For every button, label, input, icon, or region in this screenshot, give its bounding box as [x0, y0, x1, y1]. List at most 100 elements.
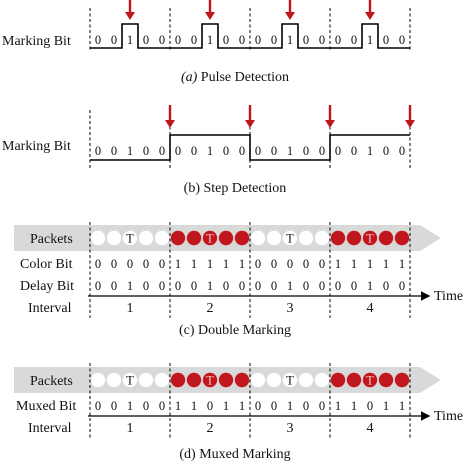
double-delay-bit-2: 1	[127, 279, 133, 293]
double-color-bit-18: 1	[383, 257, 389, 271]
muxed-bit-19: 1	[399, 399, 405, 413]
pulse-bit-15: 0	[335, 33, 341, 47]
step-arrow-3-head	[325, 120, 335, 128]
pulse-bit-19: 0	[399, 33, 405, 47]
step-bit-19: 0	[399, 144, 405, 158]
double-dot-3-4	[394, 230, 410, 246]
muxed-bit-7: 0	[207, 399, 213, 413]
double-symbol-0: T	[126, 232, 134, 246]
double-interval-4: 4	[367, 301, 374, 316]
step-bit-2: 1	[127, 144, 133, 158]
muxed-bit-13: 0	[303, 399, 309, 413]
double-time-label: Time	[434, 289, 463, 304]
step-bit-16: 0	[351, 144, 357, 158]
muxed-dot-0-3	[138, 372, 154, 388]
double-packets-label: Packets	[30, 232, 73, 247]
double-dot-2-4	[314, 230, 330, 246]
muxed-bit-0: 0	[95, 399, 101, 413]
pulse-bit-0: 0	[95, 33, 101, 47]
pulse-bit-4: 0	[159, 33, 165, 47]
double-interval-label: Interval	[28, 301, 72, 316]
muxed-dot-2-2	[282, 372, 298, 388]
double-dot-0-0	[90, 230, 106, 246]
muxed-bit-11: 0	[271, 399, 277, 413]
pulse-arrow-2	[125, 0, 135, 20]
double-delay-bit-10: 0	[255, 279, 261, 293]
pulse-interval-dividers	[89, 8, 411, 52]
double-interval-1: 1	[127, 301, 134, 316]
step-bit-15: 0	[335, 144, 341, 158]
step-marker-arrows	[165, 105, 415, 128]
step-bit-7: 1	[207, 144, 213, 158]
double-interval-dividers	[89, 222, 411, 318]
muxed-dot-0-1	[106, 372, 122, 388]
step-bit-5: 0	[175, 144, 181, 158]
muxed-interval-3: 3	[287, 421, 294, 436]
pulse-bit-3: 0	[143, 33, 149, 47]
double-color-bit-19: 1	[399, 257, 405, 271]
pulse-caption-text: Pulse Detection	[201, 70, 289, 85]
double-color-bit-4: 0	[159, 257, 165, 271]
double-color-bit-6: 1	[191, 257, 197, 271]
muxed-dot-1-4	[234, 372, 250, 388]
pulse-bit-14: 0	[319, 33, 325, 47]
step-bit-1: 0	[111, 144, 117, 158]
muxed-dot-3-1	[346, 372, 362, 388]
pulse-caption-prefix: (a)	[181, 70, 198, 85]
muxed-bit-15: 1	[335, 399, 341, 413]
double-color-bit-12: 0	[287, 257, 293, 271]
muxed-dot-0-2	[122, 372, 138, 388]
muxed-packets-label: Packets	[30, 374, 73, 389]
pulse-bit-13: 0	[303, 33, 309, 47]
muxed-dot-2-0	[250, 372, 266, 388]
muxed-bit-10: 0	[255, 399, 261, 413]
double-delay-bit-16: 0	[351, 279, 357, 293]
step-bit-12: 1	[287, 144, 293, 158]
double-dot-2-3	[298, 230, 314, 246]
pulse-bit-11: 0	[271, 33, 277, 47]
double-dot-2-0	[250, 230, 266, 246]
double-delay-bit-7: 1	[207, 279, 213, 293]
pulse-arrow-2-head	[125, 12, 135, 20]
double-delay-bit-4: 0	[159, 279, 165, 293]
muxed-interval-dividers	[89, 363, 411, 438]
double-dot-1-2	[202, 230, 218, 246]
double-symbol-3: T	[366, 232, 374, 246]
pulse-row-label: Marking Bit	[2, 34, 71, 49]
double-color-bit-0: 0	[95, 257, 101, 271]
step-bit-0: 0	[95, 144, 101, 158]
double-symbol-1: T	[206, 232, 214, 246]
pulse-bit-6: 0	[191, 33, 197, 47]
double-color-bit-label: Color Bit	[20, 257, 73, 272]
double-color-bit-7: 1	[207, 257, 213, 271]
double-dot-1-0	[170, 230, 186, 246]
double-delay-bit-13: 0	[303, 279, 309, 293]
double-color-bit-17: 1	[367, 257, 373, 271]
double-delay-bit-6: 0	[191, 279, 197, 293]
double-caption: (c) Double Marking	[179, 323, 291, 338]
muxed-symbol-1: T	[206, 374, 214, 388]
muxed-dot-0-4	[154, 372, 170, 388]
double-dot-0-2	[122, 230, 138, 246]
step-bit-4: 0	[159, 144, 165, 158]
muxed-bit-9: 1	[239, 399, 245, 413]
muxed-bit-5: 1	[175, 399, 181, 413]
pulse-bit-8: 0	[223, 33, 229, 47]
double-dot-0-4	[154, 230, 170, 246]
double-delay-bit-5: 0	[175, 279, 181, 293]
double-color-bit-5: 1	[175, 257, 181, 271]
double-delay-bit-11: 0	[271, 279, 277, 293]
double-dot-0-3	[138, 230, 154, 246]
step-bit-3: 0	[143, 144, 149, 158]
muxed-bit-1: 0	[111, 399, 117, 413]
muxed-symbol-3: T	[366, 374, 374, 388]
step-bit-18: 0	[383, 144, 389, 158]
double-color-bit-15: 1	[335, 257, 341, 271]
pulse-signal-waveform	[90, 23, 410, 49]
